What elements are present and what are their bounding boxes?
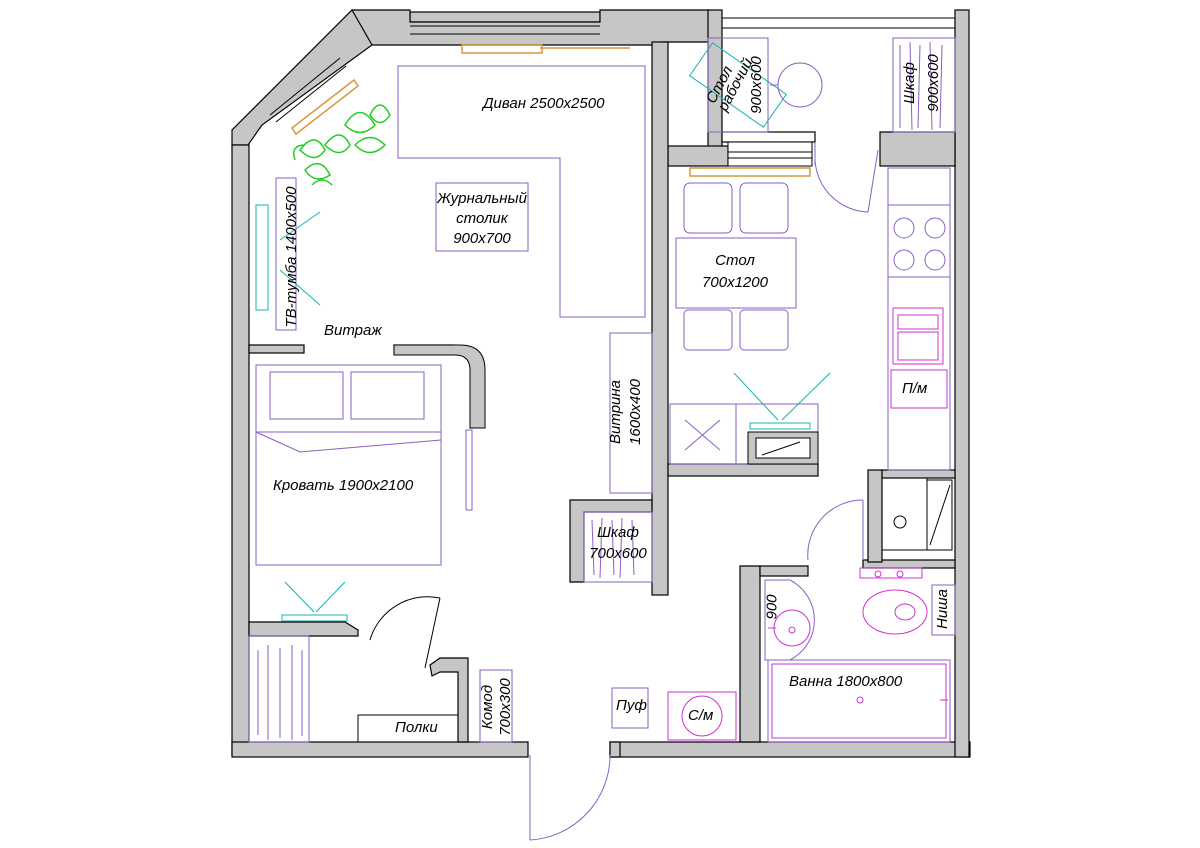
utility-corner [881, 477, 953, 551]
bedroom-wardrobe [248, 635, 310, 743]
tv-stand-label: ТВ-тумба 1400х500 [283, 186, 300, 328]
washing-machine-label: С/м [688, 707, 714, 724]
toilet [859, 567, 928, 635]
sink-size-label: 900 [763, 594, 781, 620]
dining-set [675, 182, 797, 351]
dining-table-label-line1: Стол [715, 252, 755, 269]
bathroom-sink [764, 579, 815, 661]
bathroom-door [807, 499, 864, 561]
walls [231, 9, 971, 758]
plants [293, 104, 391, 186]
entry-door [529, 754, 611, 841]
kitchen-tv [733, 372, 831, 430]
dining-table-label-line2: 700х1200 [702, 274, 768, 291]
desk-label-line3: 900х600 [748, 56, 765, 114]
balcony-wardrobe-label-line2: 900х600 [925, 54, 942, 112]
dresser-label-line2: 700х300 [497, 678, 514, 736]
coffee-table-label-line2: столик [456, 210, 508, 227]
balcony-wardrobe [892, 37, 956, 133]
coffee-table [435, 182, 529, 252]
balcony-door [814, 142, 879, 213]
dresser-label-line1: Комод [479, 684, 496, 730]
showcase-label-line1: Витрина [607, 380, 624, 444]
bedroom-wardrobe-door [465, 429, 473, 511]
shelves [357, 714, 459, 743]
kitchen-sink [892, 307, 944, 365]
bathtub-label: Ванна 1800х800 [789, 673, 903, 690]
kitchen-counter [887, 167, 951, 471]
bedroom-door [369, 596, 441, 669]
sofa [397, 65, 646, 318]
hall-wardrobe-label-line2: 700х600 [589, 545, 647, 562]
bed [255, 364, 442, 566]
sofa-label: Диван 2500х2500 [483, 95, 605, 112]
dishwasher [890, 369, 948, 409]
dishwasher-label: П/м [902, 380, 928, 397]
windows [269, 17, 955, 167]
showcase-label-line2: 1600х400 [627, 379, 644, 445]
bedroom-partition [393, 344, 486, 429]
coffee-table-label-line3: 900х700 [453, 230, 511, 247]
hall-wardrobe [583, 511, 653, 583]
niche-label: Ниша [934, 589, 951, 629]
balcony-wardrobe-label-line1: Шкаф [901, 62, 918, 104]
balcony-desk [688, 37, 823, 133]
bedroom-tv [281, 581, 348, 622]
stained-glass-label: Витраж [324, 322, 382, 339]
hall-wardrobe-label-line1: Шкаф [597, 524, 639, 541]
oven [747, 431, 819, 465]
dresser [479, 669, 513, 743]
window-sills [290, 44, 811, 177]
shelves-label: Полки [395, 719, 438, 736]
niche [931, 584, 956, 636]
showcase [609, 332, 653, 494]
pouf-label: Пуф [616, 697, 647, 714]
tv-stand [255, 177, 321, 331]
coffee-table-label-line1: Журнальный [437, 190, 527, 207]
bathtub [767, 659, 951, 743]
washing-machine [667, 691, 737, 741]
pouf [611, 687, 649, 729]
bed-label: Кровать 1900х2100 [273, 477, 414, 494]
